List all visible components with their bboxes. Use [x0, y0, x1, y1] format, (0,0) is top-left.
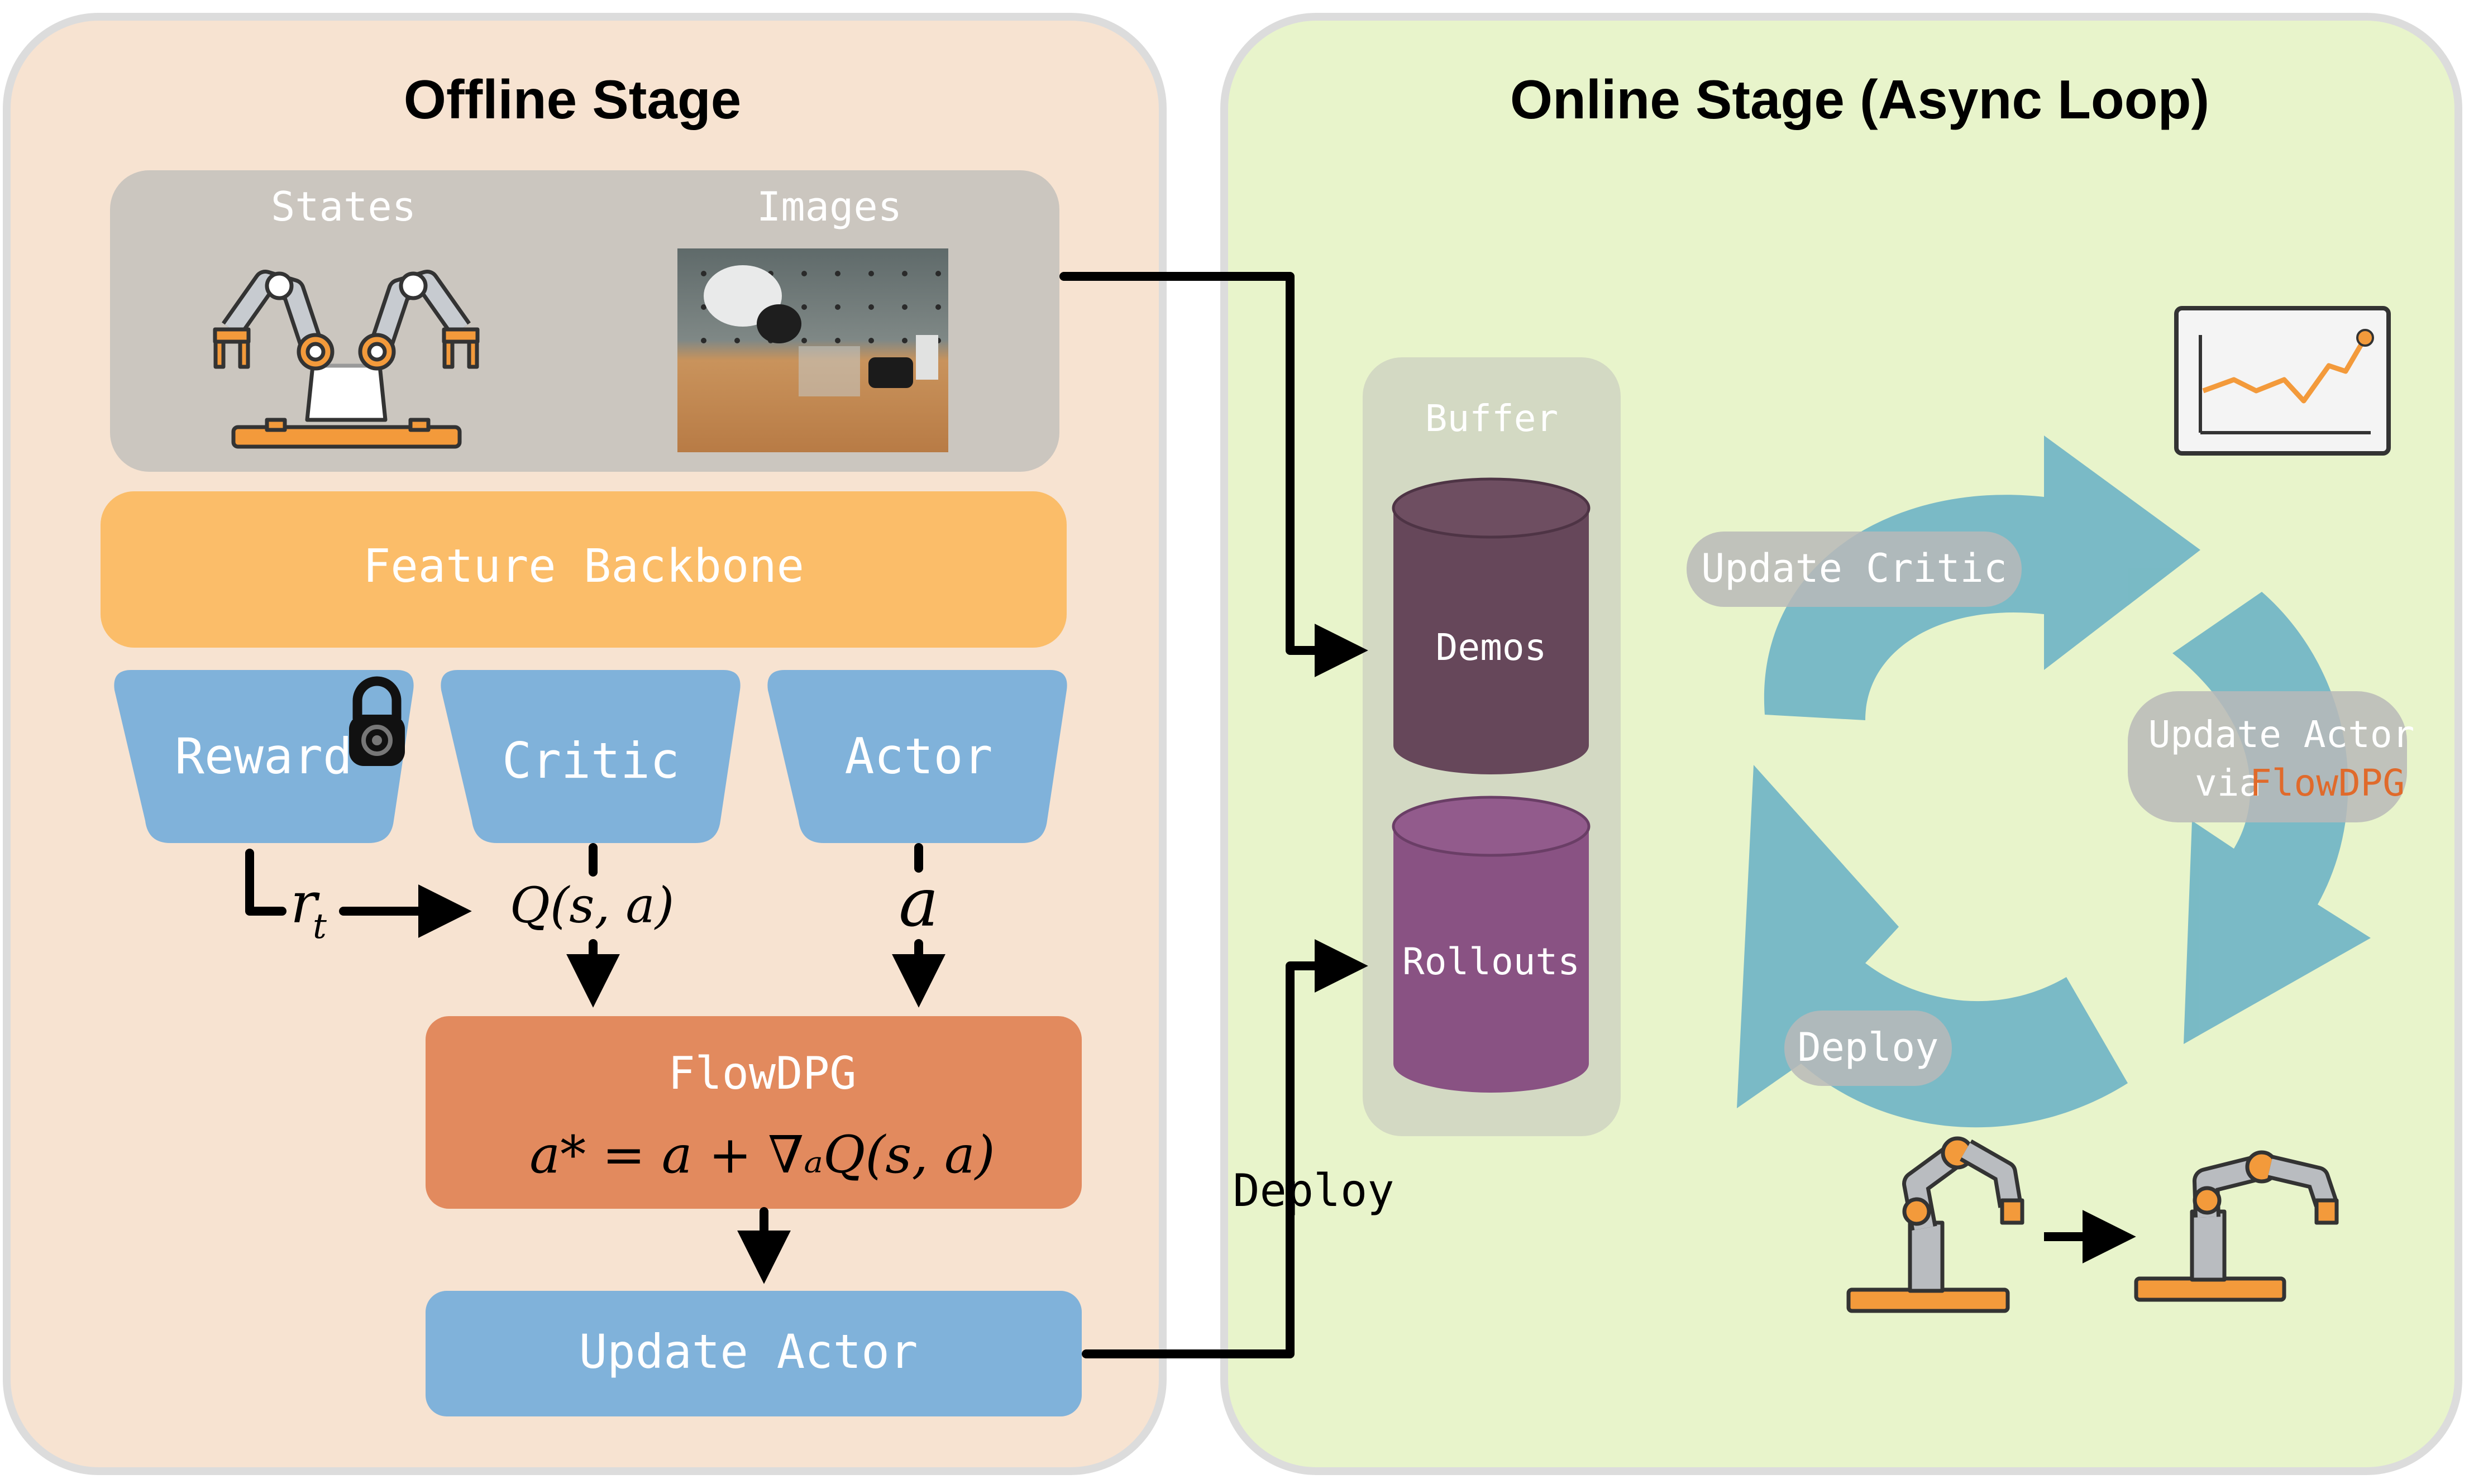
deploy-arrow-label: Deploy [1233, 1165, 1395, 1217]
online-stage-panel: Online Stage (Async Loop) Buffer Demos R… [1220, 13, 2462, 1475]
camera-image-icon [677, 248, 948, 452]
feature-backbone-box [101, 491, 1067, 648]
images-label: Images [757, 183, 902, 230]
robot-arm-icon [1846, 1136, 2024, 1313]
demos-cylinder: Demos [1392, 477, 1591, 774]
critic-head [441, 670, 741, 843]
inputs-to-demos-arrow [1059, 272, 1368, 677]
update-actor-pill: Update Actor via FlowDPG [2128, 691, 2414, 822]
update-critic-pill: Update Critic [1687, 532, 2022, 607]
offline-stage-title: Offline Stage [404, 69, 741, 130]
actor-label: Actor [845, 727, 993, 785]
dual-robot-arm-icon [213, 270, 480, 449]
flowdpg-equation: a* = a + ∇ₐQ(s, a) [529, 1125, 995, 1185]
rollouts-cylinder: Rollouts [1392, 796, 1591, 1093]
rollouts-label: Rollouts [1402, 940, 1580, 983]
reward-subscript: t [313, 906, 327, 946]
connector-arrows [245, 272, 1368, 1358]
deploy-loop-label: Deploy [1798, 1025, 1939, 1070]
update-actor-to-rollouts-arrow [1082, 939, 1368, 1358]
actor-head [767, 670, 1067, 843]
deploy-pill: Deploy [1784, 1011, 1952, 1086]
robot-arm-icon-deployed [2134, 1150, 2339, 1302]
action-symbol: a [899, 864, 939, 942]
offline-stage-panel: Offline Stage States Images [3, 13, 1167, 1475]
update-actor-loop-label: Update Actor [2148, 713, 2415, 756]
critic-label: Critic [502, 732, 680, 789]
reward-label: Reward [175, 727, 352, 785]
reward-signal: r t [290, 870, 327, 946]
update-actor-method-label: FlowDPG [2250, 762, 2405, 805]
reward-to-q-arrow [245, 849, 286, 916]
flowdpg-box [426, 1016, 1082, 1209]
online-stage-title: Online Stage (Async Loop) [1510, 69, 2209, 130]
update-actor-via-label: via [2195, 762, 2261, 805]
q-value-expression: Q(s, a) [510, 877, 674, 934]
trend-chart-icon [2174, 306, 2391, 456]
lock-icon [349, 676, 405, 766]
update-actor-label: Update Actor [579, 1324, 918, 1379]
reward-head [114, 670, 414, 843]
update-critic-label: Update Critic [1701, 545, 2007, 591]
buffer-title: Buffer [1425, 397, 1558, 440]
flowdpg-title: FlowDPG [668, 1047, 856, 1099]
update-actor-box [426, 1291, 1082, 1416]
states-label: States [271, 183, 416, 230]
demos-label: Demos [1436, 626, 1547, 669]
reward-symbol: r [290, 870, 320, 936]
feature-backbone-label: Feature Backbone [363, 540, 804, 593]
